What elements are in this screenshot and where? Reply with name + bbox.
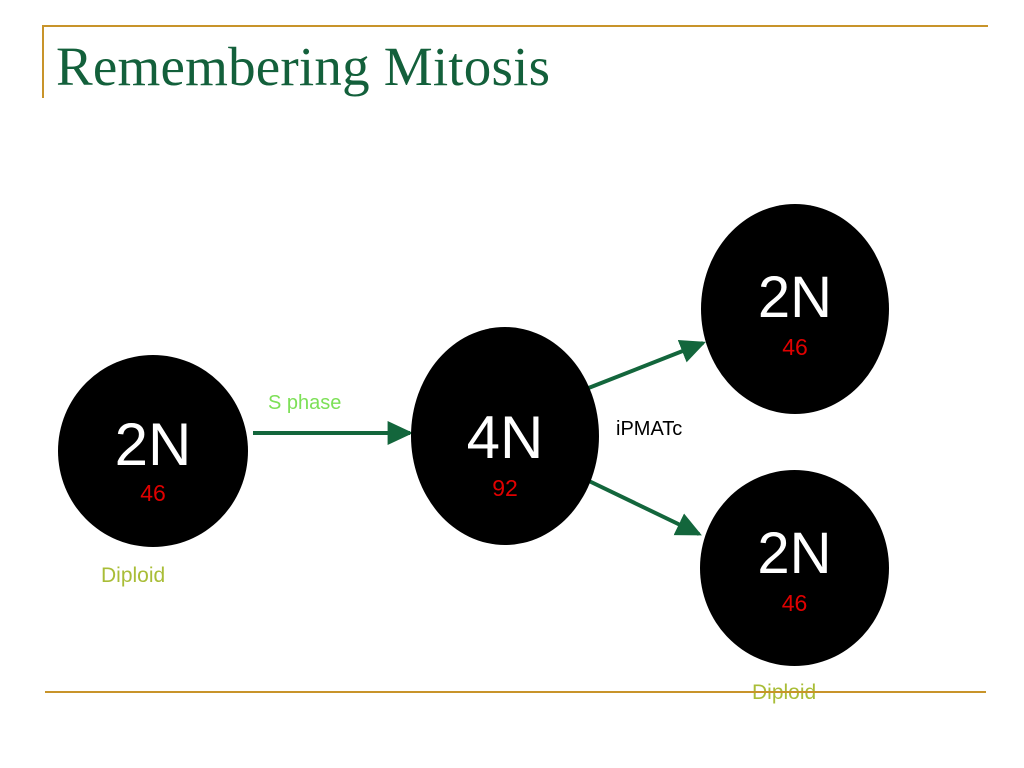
arrow-mitosis-lower bbox=[588, 479, 702, 536]
arrow-mitosis-upper bbox=[585, 340, 706, 391]
cell-daughter-bottom-chromosome-count: 46 bbox=[781, 590, 808, 616]
cell-parent-ploidy: 2N bbox=[114, 411, 192, 478]
label-s-phase: S phase bbox=[268, 392, 342, 414]
cell-replicated: 4N 92 bbox=[411, 327, 599, 545]
cell-daughter-bottom-ploidy: 2N bbox=[757, 521, 832, 586]
cell-daughter-top-ploidy: 2N bbox=[757, 265, 833, 330]
label-ipmatc: iPMATc bbox=[616, 418, 683, 440]
cell-replicated-chromosome-count: 92 bbox=[492, 475, 518, 501]
cell-parent-chromosome-count: 46 bbox=[140, 480, 166, 506]
cell-daughter-top: 2N 46 bbox=[701, 204, 889, 414]
cell-daughter-top-chromosome-count: 46 bbox=[782, 334, 808, 360]
title-rule-left bbox=[42, 25, 44, 98]
title-rule-top bbox=[42, 25, 988, 27]
label-diploid-left: Diploid bbox=[101, 564, 166, 587]
cell-daughter-bottom: 2N 46 bbox=[700, 470, 889, 666]
cell-parent: 2N 46 bbox=[58, 355, 248, 547]
cell-replicated-ploidy: 4N bbox=[466, 404, 544, 471]
page-title: Remembering Mitosis bbox=[56, 36, 551, 97]
label-diploid-right: Diploid bbox=[752, 681, 817, 704]
footer-rule bbox=[45, 691, 986, 693]
